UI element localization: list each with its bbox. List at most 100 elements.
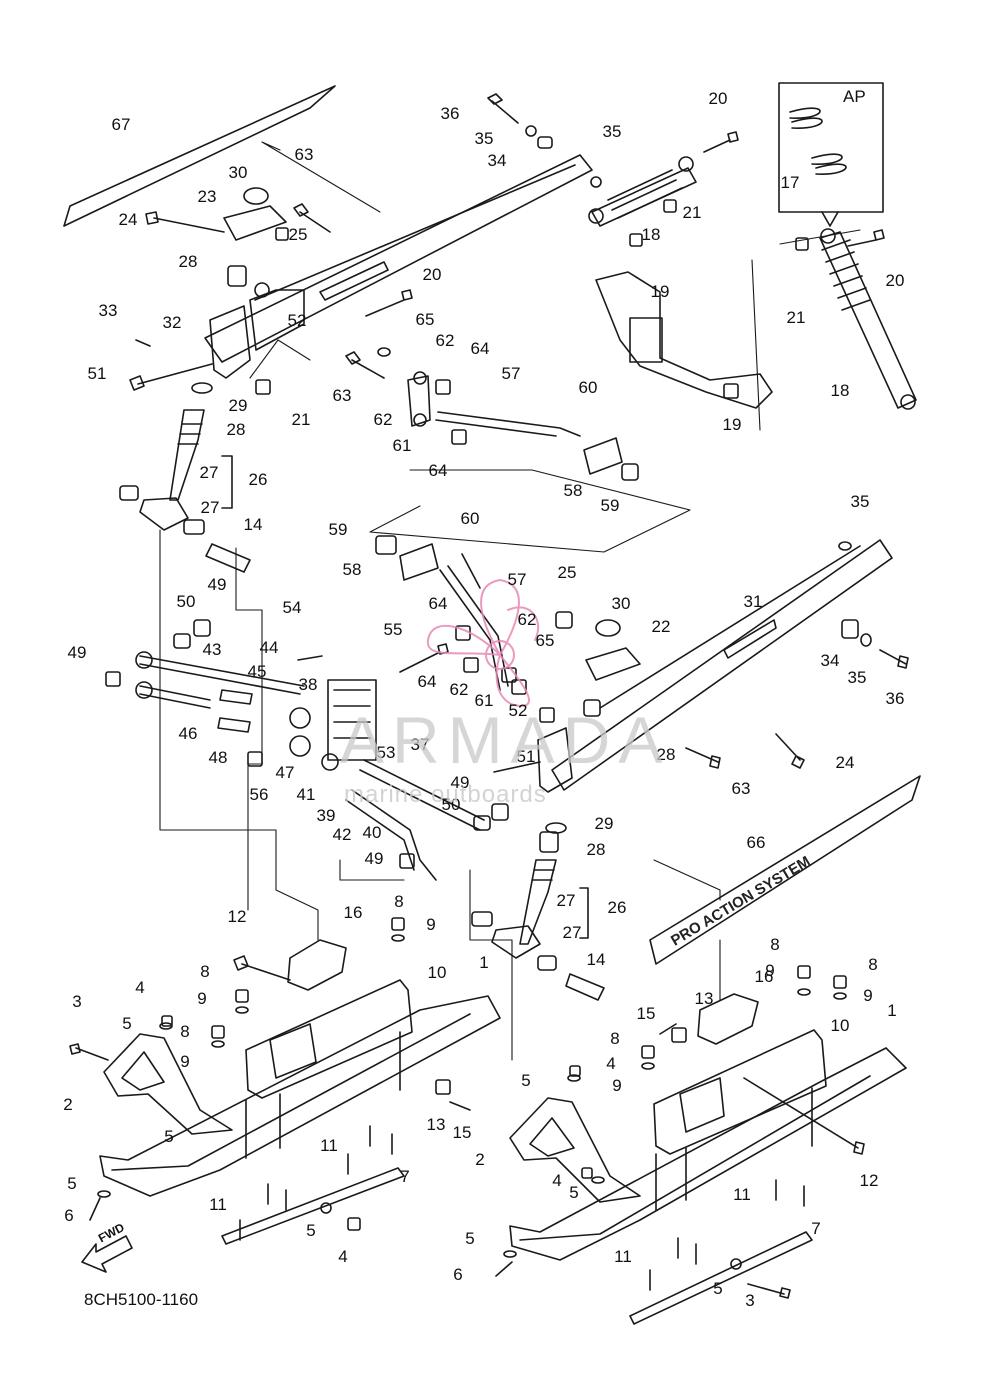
bolt-20a [703,131,739,153]
catalog-code: 8CH5100-1160 [84,1290,199,1309]
part-number-label: 58 [343,560,362,579]
part-number-label: 19 [723,415,742,434]
part-number-label: 7 [400,1167,409,1186]
part-number-label: 13 [695,989,714,1008]
part-number-label: 57 [508,570,527,589]
part-number-label: 30 [612,594,631,613]
part-number-label: 33 [99,301,118,320]
link-40 [345,789,437,881]
part-number-label: 2 [475,1150,484,1169]
part-number-label: 43 [203,640,222,659]
mount-plate-10-right [653,1029,827,1155]
washer-5b [97,1190,111,1198]
part-number-label: 18 [642,225,661,244]
bracket-58b [399,543,439,581]
washer-5f [503,1250,517,1258]
part-number-label: 48 [209,748,228,767]
part-number-label: 25 [558,563,577,582]
decal-strip-66 [649,775,921,965]
part-number-label: 26 [608,898,627,917]
part-number-label: 4 [606,1054,615,1073]
pin-54 [297,655,323,661]
nut-25a [275,227,289,241]
part-number-label: 4 [135,978,144,997]
nut-52b [539,707,555,723]
part-number-label: 31 [744,592,763,611]
part-number-label: 29 [595,814,614,833]
part-number-label: 65 [416,310,435,329]
bolt-63b [345,351,385,379]
nut-8c [391,917,405,931]
bushing-49c [491,803,509,821]
part-number-label: 61 [393,436,412,455]
washer-29a [191,382,213,394]
bushing-59a [621,463,639,481]
part-number-label: 9 [180,1052,189,1071]
nut-64a [435,379,451,395]
part-number-label: 51 [517,747,536,766]
nut-49b [105,671,121,687]
part-number-label: 21 [787,308,806,327]
part-number-label: 44 [260,638,279,657]
part-number-label: 8 [200,962,209,981]
washer-5g [730,1258,742,1270]
link-37 [359,759,485,831]
part-number-label: 27 [563,923,582,942]
washer-65a [377,347,391,357]
part-number-label: 27 [201,498,220,517]
part-number-label: 3 [745,1291,754,1310]
part-number-label: 4 [552,1171,561,1190]
pin-60 [461,553,481,589]
guide-lines [159,141,861,1061]
shock-absorber-18b [819,231,917,409]
part-number-label: 60 [579,378,598,397]
steering-column-26a [169,409,205,501]
part-number-label: 36 [886,689,905,708]
part-number-label: 37 [411,735,430,754]
upper-suspension-arm [204,154,593,363]
part-number-label: 49 [68,643,87,662]
mount-plate-10-left [245,979,413,1099]
part-number-label: 63 [295,145,314,164]
washer-35b [590,176,602,188]
washer-35c [838,541,852,551]
part-number-label: 62 [450,680,469,699]
part-number-label: 25 [289,225,308,244]
spring-17 [789,107,847,175]
part-number-label: 67 [112,115,131,134]
part-number-label: 51 [88,364,107,383]
part-number-label: 53 [377,743,396,762]
part-number-label: 5 [122,1014,131,1033]
ap-inset-box [778,82,884,213]
part-number-label: 40 [363,823,382,842]
part-number-label: 5 [306,1221,315,1240]
part-number-label: 5 [67,1174,76,1193]
washer-29b [545,822,567,834]
washer-5c [320,1202,332,1214]
ski-runner-7-right [629,1231,813,1325]
ski-1-right [509,1047,907,1261]
fwd-arrow [81,1235,133,1273]
ski-bracket-16-left [287,939,347,991]
part-number-label: 28 [657,745,676,764]
part-number-label: 64 [429,594,448,613]
nut-4b [347,1217,361,1231]
bolt-63a [293,203,331,233]
part-number-label: 28 [179,252,198,271]
bushing-34 [537,136,553,149]
bushing-45 [219,689,253,705]
link-plate-52 [249,289,305,351]
part-number-label: 62 [374,410,393,429]
bolt-12-right [743,1077,865,1155]
bolt-6-left [89,1197,101,1221]
washer-35a [525,125,537,137]
washer-9b [211,1040,225,1048]
bracket-58a [583,437,623,475]
bolt-3-left [69,1043,109,1061]
part-number-label: 5 [465,1229,474,1248]
part-number-label: 19 [651,282,670,301]
part-number-label: 34 [488,151,507,170]
bolt-63c [685,747,721,769]
part-number-label: 42 [333,825,352,844]
